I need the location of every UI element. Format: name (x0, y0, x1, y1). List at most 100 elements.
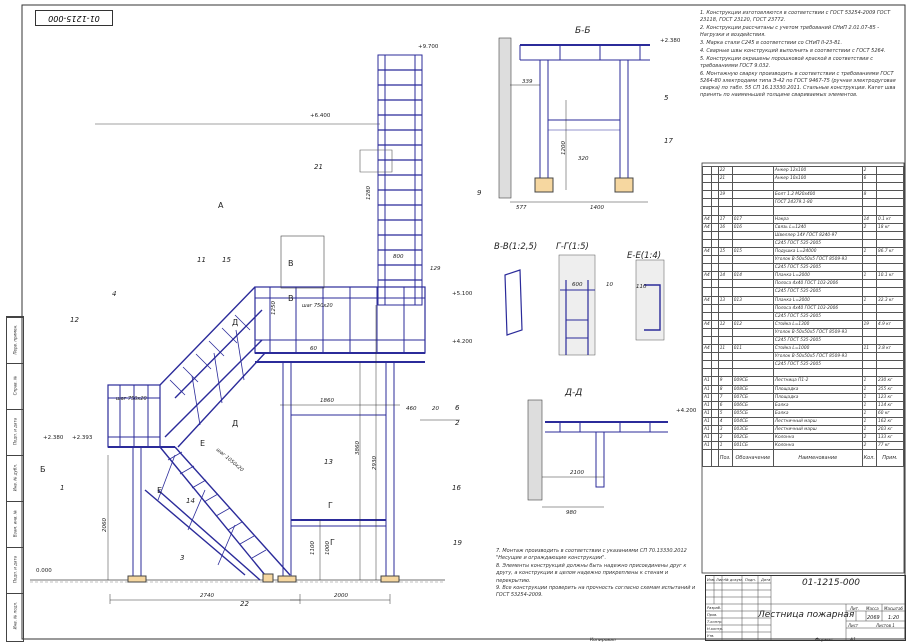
view-ee (635, 259, 665, 341)
spec-cell-pos: 16 (717, 222, 733, 232)
spec-cell-name: С245 ГОСТ 535-2005 (772, 335, 863, 346)
spec-cell-z (710, 255, 719, 265)
title-block-row-label: Н.контр. (707, 627, 724, 631)
spec-cell-des (731, 206, 774, 216)
left-strip-divider (7, 317, 23, 318)
spec-cell-note (875, 174, 905, 184)
callout: 9 (477, 189, 482, 197)
spec-cell-note (875, 368, 905, 378)
spec-cell-z (710, 352, 719, 362)
spec-cell-f: А1 (702, 433, 712, 443)
spec-cell-des: 009СБ (731, 376, 774, 386)
tb-sheets-label: Листов 1 (876, 623, 895, 628)
spec-cell-name: Подушка L=24000 (772, 246, 863, 257)
dimension-value: 320 (578, 156, 589, 162)
spec-cell-des (731, 174, 774, 184)
spec-cell-name: Анкер 12х100 (772, 165, 863, 176)
spec-cell-z (710, 165, 719, 176)
title-block-row-label: № докум. (725, 578, 743, 582)
callout: 19 (453, 539, 462, 547)
spec-cell-note (875, 238, 905, 248)
spec-cell-f: А4 (702, 222, 712, 232)
spec-cell-pos: 7 (717, 392, 733, 402)
spec-cell-qty: 1 (861, 376, 877, 386)
spec-cell-f (702, 190, 712, 200)
dimension-value: 600 (572, 282, 583, 288)
spec-row: Уголок В-50х50х5 ГОСТ 8509-93 (702, 255, 905, 265)
note-line: 7. Монтаж производить в соответствии с у… (496, 548, 687, 562)
left-strip-label: Перв. примен. (12, 324, 18, 355)
spec-header-designation: Обозначение (731, 449, 774, 468)
spec-cell-pos (717, 335, 733, 346)
spec-cell-qty (861, 303, 877, 313)
spec-cell-des: 016 (731, 222, 774, 232)
spec-cell-f (702, 311, 712, 321)
spec-cell-qty: 1 (861, 408, 877, 418)
callout: 14 (186, 497, 195, 505)
spec-cell-note: 162 кг (875, 416, 905, 427)
spec-cell-name: С245 ГОСТ 535-2005 (772, 311, 863, 321)
spec-cell-f (702, 230, 712, 240)
view-titles: Б-Б В-В(1:2,5) Г-Г(1:5) Е-Е(1:4) Д-Д (494, 26, 661, 398)
spec-cell-pos: 17 (717, 214, 733, 224)
dimension-value: 460 (406, 406, 417, 412)
left-strip-label: Инв. № дубл. (12, 463, 18, 492)
spec-cell-qty: 1 (861, 392, 877, 402)
section-mark: Б (40, 465, 46, 474)
spec-cell-des: 013 (731, 295, 774, 305)
spec-cell-qty (861, 238, 877, 248)
spec-cell-des: 017 (731, 214, 774, 224)
spec-cell-z (710, 174, 719, 184)
top-rotated-stamp: 01-1215-000 (35, 10, 113, 26)
spec-cell-note: 0.1 кг (875, 214, 905, 224)
spec-cell-pos (717, 360, 733, 370)
spec-cell-name: С245 ГОСТ 535-2005 (772, 360, 863, 370)
spec-cell-f: А4 (702, 246, 712, 257)
spec-cell-f (702, 238, 712, 248)
spec-cell-des (731, 182, 774, 192)
view-title-gg: Г-Г(1:5) (556, 242, 589, 252)
dimension-value: 1000 (325, 541, 331, 555)
spec-cell-pos (717, 238, 733, 248)
spec-cell-z (710, 279, 719, 289)
spec-cell-des (731, 238, 774, 248)
spec-cell-note (875, 279, 905, 289)
spec-cell-des (731, 368, 774, 378)
spec-cell-name: Планка L=2000 (772, 295, 863, 305)
dimension-value: 1860 (320, 398, 334, 404)
view-vv (504, 269, 523, 336)
spec-cell-pos (717, 303, 733, 313)
callout: 21 (314, 163, 323, 171)
callout: 16 (452, 484, 461, 492)
spec-cell-note (875, 360, 905, 370)
title-block-row-label: Утв. (707, 634, 715, 638)
spec-cell-qty (861, 198, 877, 208)
spec-cell-f: А1 (702, 424, 712, 435)
spec-cell-z (710, 392, 719, 402)
title-block-row-label: Разраб. (707, 606, 722, 610)
spec-cell-qty (861, 255, 877, 265)
spec-cell-f (702, 198, 712, 208)
spec-cell-name: Лестница П1-2 (772, 376, 863, 386)
elevation: +2.380 (660, 38, 681, 44)
spec-cell-z (710, 182, 719, 192)
spec-cell-z (710, 238, 719, 248)
spec-cell-qty: 1 (861, 400, 877, 410)
left-strip-label: Подп. и дата (12, 555, 18, 584)
left-strip-divider (7, 501, 23, 502)
spec-cell-f (702, 368, 712, 378)
section-mark: Д (232, 419, 238, 428)
spec-cell-note (875, 335, 905, 346)
spec-cell-name: Площадка (772, 392, 863, 402)
spec-cell-z (710, 311, 719, 321)
spec-cell-pos: 14 (717, 271, 733, 281)
section-marks: А Б В В Г Г Д Д Е Е (40, 201, 335, 547)
spec-cell-qty: 6 (861, 174, 877, 184)
spec-cell-pos (717, 255, 733, 265)
spec-cell-f (702, 182, 712, 192)
left-strip-label: Справ. № (12, 375, 18, 396)
note-line: 4. Сварные швы конструкций выполнить в с… (700, 48, 886, 54)
